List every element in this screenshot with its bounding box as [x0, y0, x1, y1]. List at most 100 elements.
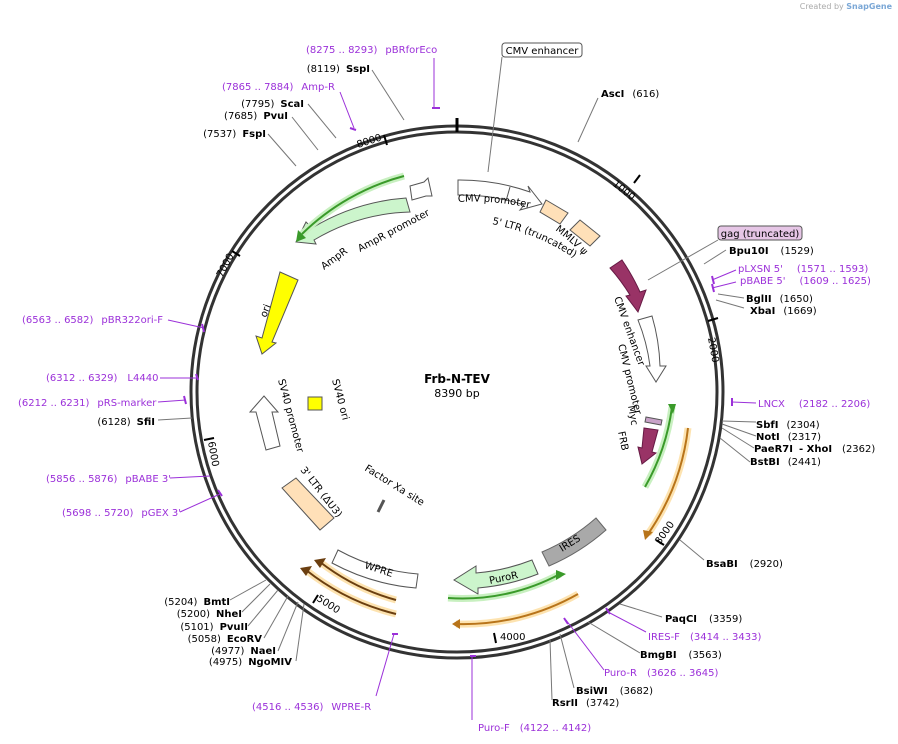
enzyme-bglII: BglII: [746, 294, 772, 305]
ori-arrow[interactable]: [255, 271, 299, 355]
myc-tag[interactable]: [644, 416, 663, 426]
gag-arrow[interactable]: [609, 259, 647, 314]
svg-text:PaqCI(3359): PaqCI(3359): [665, 614, 742, 625]
svg-text:(5101)PvuII: (5101)PvuII: [180, 622, 248, 633]
svg-text:Puro-F(4122 .. 4142): Puro-F (4122 .. 4142): [478, 723, 591, 734]
svg-text:(4977)NaeI: (4977)NaeI: [211, 646, 276, 657]
primer-ires-f: IRES-F: [648, 632, 680, 643]
primer-plxsn5: pLXSN 5': [738, 264, 783, 275]
primer-pbabe5: pBABE 5': [740, 276, 786, 287]
primer-puro-f: Puro-F: [478, 723, 510, 734]
svg-text:(5058)EcoRV: (5058)EcoRV: [188, 634, 263, 645]
svg-text:LNCX(2182 .. 2206): LNCX(2182 .. 2206): [758, 399, 870, 410]
svg-text:pBABE 5'(1609 .. 1625): pBABE 5' (1609 .. 1625): [740, 276, 871, 287]
svg-text:(4975)NgoMIV: (4975)NgoMIV: [209, 657, 292, 668]
sv40-ori-box[interactable]: [307, 396, 323, 411]
tick-4000: 4000: [500, 632, 525, 643]
svg-text:(5204)BmtI: (5204)BmtI: [164, 597, 230, 608]
svg-text:BglII(1650): BglII(1650): [746, 294, 813, 305]
ltr5-segment[interactable]: [539, 199, 569, 225]
snapgene-logo: SnapGene: [846, 2, 892, 11]
enzyme-bpu10I: Bpu10I: [729, 246, 769, 257]
ampr-orf-line: [301, 175, 405, 235]
primer-pbabe3: pBABE 3': [125, 474, 171, 485]
svg-text:(4516 .. 4536)WPRE-R: (4516 .. 4536)WPRE-R: [252, 702, 371, 713]
enzyme-sbfI: SbfI: [756, 420, 778, 431]
tick-6000: 6000: [205, 441, 220, 468]
enzyme-bmgBI: BmgBI: [640, 650, 677, 661]
primer-pbr322ori-f-range: (6563 .. 6582): [22, 315, 94, 326]
primer-pbabe5-range: (1609 .. 1625): [800, 276, 872, 287]
enzyme-bstBI: BstBI: [750, 457, 780, 468]
enzyme-pvuII: PvuII: [220, 622, 248, 633]
sv40-promoter-arrow[interactable]: [248, 395, 281, 451]
enzyme-ngoMIV: NgoMIV: [248, 657, 292, 668]
ampr-arrow[interactable]: [295, 197, 411, 245]
frb-arrow[interactable]: [637, 427, 659, 465]
orf-orange-bl-outer-line: [305, 569, 397, 615]
gag-box-label: gag (truncated): [721, 229, 800, 240]
svg-text:SbfI(2304): SbfI(2304): [756, 420, 820, 431]
ires-segment[interactable]: [541, 517, 607, 567]
orf-orange-right-line: [647, 427, 689, 535]
svg-text:(7537)FspI: (7537)FspI: [203, 129, 266, 140]
mmlv-segment[interactable]: [569, 219, 601, 247]
primer-plxsn5-range: (1571 .. 1593): [797, 264, 869, 275]
enzyme-leaders: [157, 69, 757, 701]
svg-text:BsiWI(3682): BsiWI(3682): [576, 686, 653, 697]
primer-ampr-range: (7865 .. 7884): [222, 82, 294, 93]
orf-orange-bottom-head: [452, 619, 460, 629]
enzyme-bmtI: BmtI: [203, 597, 230, 608]
gag-box[interactable]: [717, 225, 803, 241]
primer-puro-f-range: (4122 .. 4142): [520, 723, 592, 734]
svg-text:(5698 .. 5720)pGEX 3': (5698 .. 5720)pGEX 3': [62, 508, 181, 519]
svg-text:Bpu10I(1529): Bpu10I(1529): [729, 246, 814, 257]
svg-text:(6312 .. 6329)L4440: (6312 .. 6329)L4440: [46, 373, 158, 384]
primer-pbrforeco: pBRforEco: [385, 45, 437, 56]
svg-text:IRES-F(3414 .. 3433): IRES-F(3414 .. 3433): [648, 632, 761, 643]
svg-text:RsrII(3742): RsrII(3742): [552, 698, 619, 709]
primer-pgex3: pGEX 3': [141, 508, 181, 519]
svg-text:PaeR7I- XhoI(2362): PaeR7I- XhoI(2362): [754, 444, 875, 455]
svg-text:pLXSN 5'(1571 .. 1593): pLXSN 5' (1571 .. 1593): [738, 264, 868, 275]
ltr3-segment[interactable]: [281, 477, 335, 531]
enzyme-notI: NotI: [756, 432, 780, 443]
factor-xa-label: Factor Xa site: [362, 463, 426, 508]
svg-text:(7865 .. 7884)Amp-R: (7865 .. 7884)Amp-R: [222, 82, 335, 93]
cmv-promoter-divider: [505, 186, 511, 202]
svg-text:(7685)PvuI: (7685)PvuI: [224, 111, 288, 122]
cmv-enhancer-arrow[interactable]: [637, 315, 667, 383]
orf-orange-bottom-line: [455, 593, 579, 626]
primer-puro-r-range: (3626 .. 3645): [647, 668, 719, 679]
plasmid-length: 8390 bp: [434, 387, 479, 400]
tick-2000: 2000: [705, 337, 720, 364]
svg-text:(6212 .. 6231)pRS-marker: (6212 .. 6231)pRS-marker: [18, 398, 157, 409]
puror-arrow[interactable]: [453, 559, 539, 595]
primer-wpre-r-range: (4516 .. 4536): [252, 702, 324, 713]
svg-text:BsaBI(2920): BsaBI(2920): [706, 559, 783, 570]
svg-text:(8275 .. 8293)pBRforEco: (8275 .. 8293) pBRforEco: [306, 45, 437, 56]
primer-pbrforeco-range: (8275 .. 8293): [306, 45, 378, 56]
tick-7000: 7000: [215, 252, 237, 280]
tick-1000: 1000: [610, 179, 637, 203]
svg-text:(8119)SspI: (8119)SspI: [307, 64, 370, 75]
snapgene-credit: Created by SnapGene: [800, 2, 892, 11]
wpre-arrow[interactable]: [331, 549, 419, 589]
cmv-promoter-arrow[interactable]: [457, 179, 543, 211]
enzyme-ecoRV: EcoRV: [227, 634, 262, 645]
plasmid-name: Frb-N-TEV: [424, 372, 491, 386]
cmv-enhancer-box[interactable]: [501, 42, 583, 58]
factor-xa-mark[interactable]: [376, 499, 386, 513]
ampr-promoter-arrow[interactable]: [409, 177, 433, 201]
enzyme-xbaI: XbaI: [750, 306, 775, 317]
gag-leader: [647, 239, 719, 281]
svg-text:(5856 .. 5876)pBABE 3': (5856 .. 5876)pBABE 3': [46, 474, 171, 485]
enzyme-bsiWI: BsiWI: [576, 686, 608, 697]
enzyme-sspI: SspI: [346, 64, 370, 75]
svg-text:BmgBI(3563): BmgBI(3563): [640, 650, 722, 661]
enzyme-xhoI: - XhoI: [799, 444, 832, 455]
svg-text:(5200)NheI: (5200)NheI: [177, 609, 242, 620]
primer-pbr322ori-f: pBR322ori-F: [101, 315, 163, 326]
svg-text:BstBI(2441): BstBI(2441): [750, 457, 821, 468]
